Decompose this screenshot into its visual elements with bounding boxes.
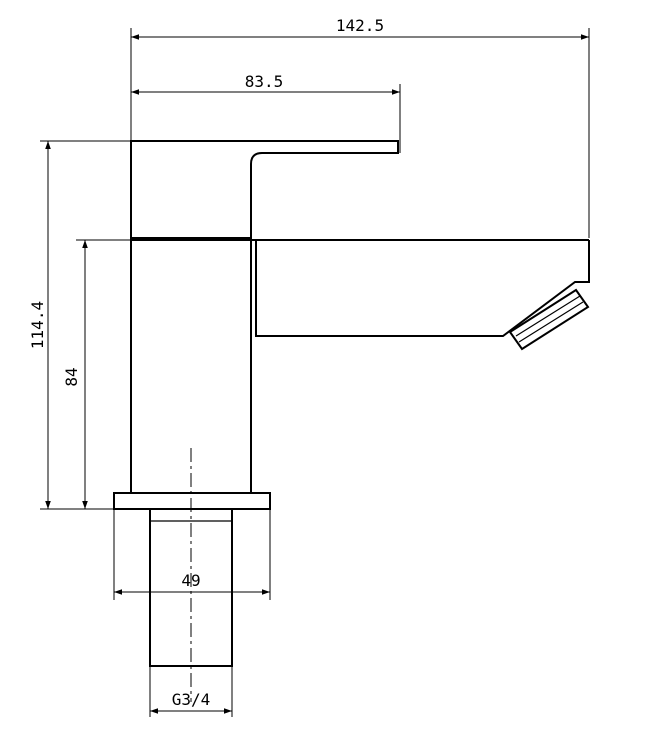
- base-plate: [113, 492, 271, 510]
- overall-length-label: 142.5: [336, 16, 384, 35]
- dimension-thread: G3/4: [149, 666, 233, 717]
- dimension-overall-length: 142.5: [130, 16, 590, 238]
- base-width-label: 49: [181, 571, 200, 590]
- body-height-label: 84: [62, 367, 81, 386]
- column: [130, 238, 252, 492]
- spout: [255, 240, 590, 337]
- dimension-overall-height: 114.4: [28, 140, 131, 510]
- dimension-handle-length: 83.5: [131, 72, 401, 153]
- dimension-base-width: 49: [113, 509, 271, 600]
- aerator: [508, 288, 590, 351]
- handle-block: [130, 140, 399, 239]
- dimension-body-height: 84: [62, 239, 131, 509]
- overall-height-label: 114.4: [28, 301, 47, 349]
- thread-label: G3/4: [172, 690, 211, 709]
- tap-body: [113, 140, 590, 702]
- handle-length-label: 83.5: [245, 72, 284, 91]
